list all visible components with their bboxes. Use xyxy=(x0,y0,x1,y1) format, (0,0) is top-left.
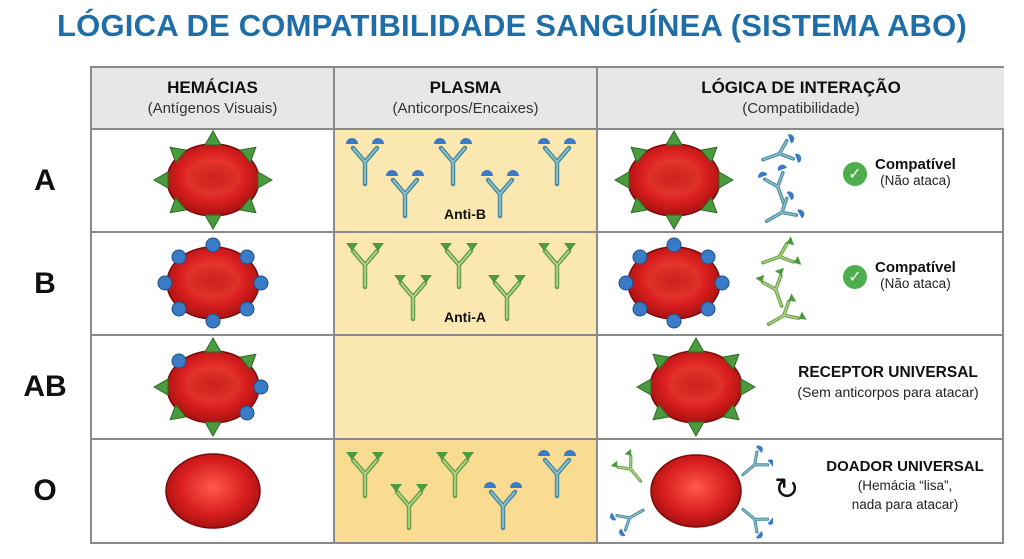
cell-logica-a: ✓ Compatível (Não ataca) xyxy=(596,130,1004,233)
check-circle-icon: ✓ xyxy=(843,162,867,186)
cell-plasma-b: Anti-A xyxy=(333,233,596,336)
status-main: Compatível xyxy=(875,259,956,276)
cell-plasma-a: Anti-B xyxy=(333,130,596,233)
cell-hemacia-ab xyxy=(90,336,333,440)
status-sub-line-2: nada para atacar) xyxy=(851,497,959,512)
red-cell-ab-illustration xyxy=(153,337,269,437)
status-sub: (Sem anticorpos para atacar) xyxy=(797,384,979,400)
interaction-o-illustration xyxy=(606,442,773,542)
page-title: LÓGICA DE COMPATIBILIDADE SANGUÍNEA (SIS… xyxy=(57,8,967,43)
status-sub: (Não ataca) xyxy=(880,173,951,188)
status-compatible-b: ✓ Compatível (Não ataca) xyxy=(843,259,956,291)
header-main: PLASMA xyxy=(429,78,502,97)
status-sub-line-1: (Hemácia “lisa”, xyxy=(857,478,953,493)
header-plasma: PLASMA (Anticorpos/Encaixes) xyxy=(333,68,596,130)
abo-table: HEMÁCIAS (Antígenos Visuais) PLASMA (Ant… xyxy=(90,66,1004,544)
status-compatible-a: ✓ Compatível (Não ataca) xyxy=(843,156,956,188)
header-logica: LÓGICA DE INTERAÇÃO (Compatibilidade) xyxy=(596,68,1004,130)
interaction-a-illustration xyxy=(614,130,808,231)
status-main: DOADOR UNIVERSAL xyxy=(826,458,984,475)
red-cell-b-illustration xyxy=(157,237,269,329)
cell-plasma-ab xyxy=(333,336,596,440)
red-cell-o-illustration xyxy=(165,453,261,529)
row-label-ab: AB xyxy=(23,370,67,403)
row-label-o: O xyxy=(33,474,57,507)
header-sub: (Antígenos Visuais) xyxy=(147,100,278,117)
antibody-label-anti-a: Anti-A xyxy=(444,309,486,325)
cell-logica-b: ✓ Compatível (Não ataca) xyxy=(596,233,1004,336)
status-sub: (Não ataca) xyxy=(880,276,951,291)
header-sub: (Anticorpos/Encaixes) xyxy=(392,100,539,117)
row-label-b: B xyxy=(34,267,56,300)
interaction-ab-illustration xyxy=(636,337,756,437)
header-sub: (Compatibilidade) xyxy=(742,100,860,117)
check-circle-icon: ✓ xyxy=(843,265,867,289)
interaction-b-illustration xyxy=(618,234,809,334)
cell-logica-ab: RECEPTOR UNIVERSAL (Sem anticorpos para … xyxy=(596,336,1004,440)
status-main: RECEPTOR UNIVERSAL xyxy=(798,364,978,381)
row-label-a: A xyxy=(34,164,56,197)
anti-a-and-anti-b-antibodies-illustration xyxy=(335,440,595,542)
cell-hemacia-a xyxy=(90,130,333,233)
antibody-label-anti-b: Anti-B xyxy=(444,206,486,222)
red-cell-a-illustration xyxy=(153,130,273,230)
cell-hemacia-o xyxy=(90,440,333,544)
circular-arrow-icon: ↻ xyxy=(774,473,800,506)
cell-logica-o: ↻ DOADOR UNIVERSAL (Hemácia “lisa”, nada… xyxy=(596,440,1004,544)
header-hemacias: HEMÁCIAS (Antígenos Visuais) xyxy=(90,68,333,130)
cell-plasma-o xyxy=(333,440,596,544)
status-universal-receiver: RECEPTOR UNIVERSAL (Sem anticorpos para … xyxy=(773,364,1003,400)
header-main: HEMÁCIAS xyxy=(167,78,258,97)
cell-hemacia-b xyxy=(90,233,333,336)
status-universal-donor: DOADOR UNIVERSAL (Hemácia “lisa”, nada p… xyxy=(810,458,1000,513)
status-main: Compatível xyxy=(875,156,956,173)
header-main: LÓGICA DE INTERAÇÃO xyxy=(701,78,901,97)
